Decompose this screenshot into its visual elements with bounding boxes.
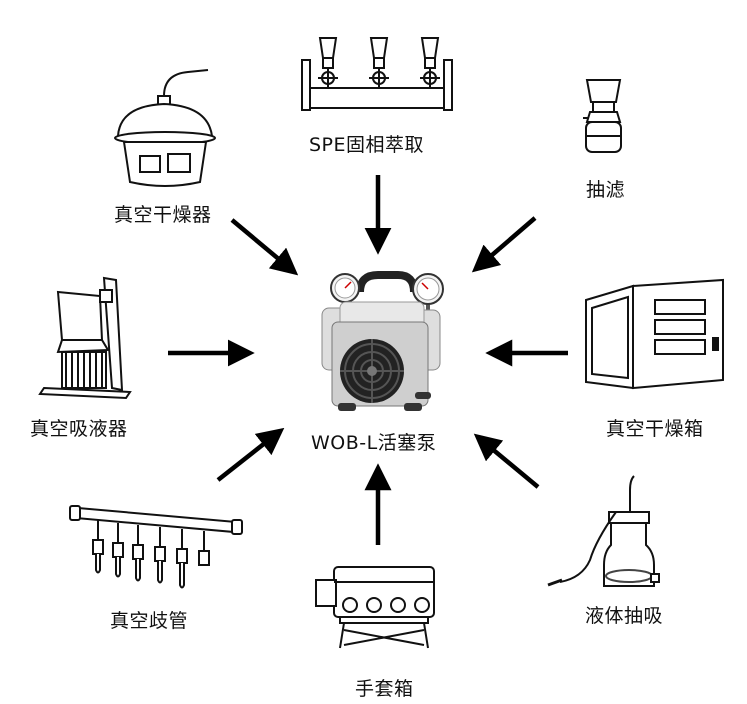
node-label-liquid-suction: 液体抽吸 <box>585 605 664 627</box>
node-label-glovebox: 手套箱 <box>355 678 414 700</box>
arrow-desiccator <box>230 218 299 276</box>
node-label-filtration: 抽滤 <box>586 179 626 201</box>
glovebox-icon <box>315 566 435 649</box>
node-label-desiccator: 真空干燥器 <box>114 204 212 226</box>
node-label-manifold: 真空歧管 <box>110 610 189 632</box>
piston-pump-icon <box>321 271 444 411</box>
arrow-filtration <box>471 216 537 273</box>
arrows <box>168 175 568 545</box>
center-label-pump: WOB-L活塞泵 <box>311 432 437 454</box>
filtration-flask-icon <box>583 79 622 153</box>
arrow-liquid-suction <box>473 433 540 489</box>
vacuum-manifold-icon <box>69 505 243 589</box>
vacuum-oven-icon <box>585 278 724 390</box>
node-label-vacuum-oven: 真空干燥箱 <box>606 418 704 440</box>
aspirator-icon <box>38 276 132 400</box>
spe-manifold-icon <box>301 37 453 111</box>
suction-bottle-icon <box>547 475 660 587</box>
node-label-aspirator: 真空吸液器 <box>30 418 128 440</box>
desiccator-icon <box>114 69 216 187</box>
node-label-spe: SPE固相萃取 <box>309 134 425 156</box>
arrow-manifold <box>216 427 285 482</box>
